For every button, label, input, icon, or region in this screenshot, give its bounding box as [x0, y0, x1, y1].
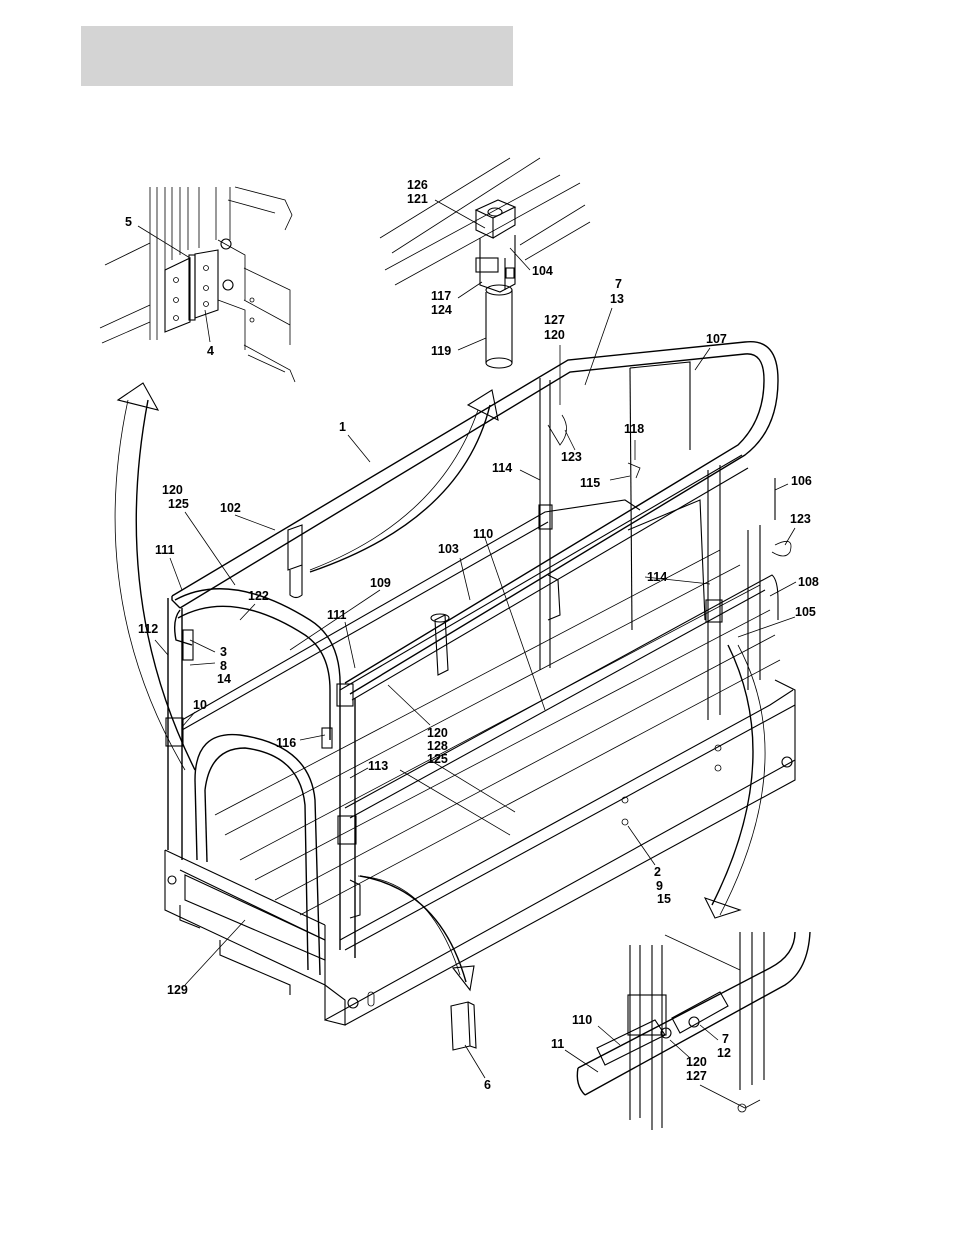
callout-117: 117 [431, 289, 451, 303]
platform-main [165, 342, 795, 1025]
callout-8: 8 [220, 659, 227, 673]
callout-11: 11 [551, 1037, 564, 1051]
callout-12: 12 [717, 1046, 731, 1060]
callout-128: 128 [427, 739, 448, 753]
callout-120: 120 [686, 1055, 707, 1069]
callout-127: 127 [544, 313, 565, 327]
callout-3: 3 [220, 645, 227, 659]
callout-115: 115 [580, 476, 600, 490]
callout-112: 112 [138, 622, 158, 636]
clamp-detail [565, 932, 810, 1130]
callout-118: 118 [624, 422, 644, 436]
callout-114: 114 [647, 570, 667, 584]
callout-120: 120 [427, 726, 448, 740]
callout-125: 125 [427, 752, 448, 766]
decal-part [451, 1002, 476, 1050]
callout-109: 109 [370, 576, 391, 590]
callout-122: 122 [248, 589, 269, 603]
callout-105: 105 [795, 605, 816, 619]
callout-127: 127 [686, 1069, 707, 1083]
callout-10: 10 [193, 698, 207, 712]
callout-13: 13 [610, 292, 624, 306]
callout-4: 4 [207, 344, 214, 358]
callout-125: 125 [168, 497, 189, 511]
callout-9: 9 [656, 879, 663, 893]
callout-129: 129 [167, 983, 188, 997]
callout-102: 102 [220, 501, 241, 515]
callout-123: 123 [790, 512, 811, 526]
callout-124: 124 [431, 303, 452, 317]
callout-111: 111 [155, 543, 175, 557]
callout-119: 119 [431, 344, 451, 358]
callout-7: 7 [722, 1032, 729, 1046]
callout-6: 6 [484, 1078, 491, 1092]
callout-110: 110 [473, 527, 493, 541]
callout-7: 7 [615, 277, 622, 291]
callout-110: 110 [572, 1013, 592, 1027]
callout-1: 1 [339, 420, 346, 434]
leader-lines [155, 308, 796, 1078]
callout-114: 114 [492, 461, 512, 475]
callout-labels: 5 4 126 121 104 117 124 119 7 13 127 120… [125, 178, 819, 1092]
callout-123: 123 [561, 450, 582, 464]
callout-107: 107 [706, 332, 727, 346]
callout-106: 106 [791, 474, 812, 488]
callout-15: 15 [657, 892, 671, 906]
callout-2: 2 [654, 865, 661, 879]
callout-111: 111 [327, 608, 347, 622]
callout-116: 116 [276, 736, 296, 750]
callout-108: 108 [798, 575, 819, 589]
callout-5: 5 [125, 215, 132, 229]
callout-104: 104 [532, 264, 553, 278]
callout-120: 120 [162, 483, 183, 497]
callout-121: 121 [407, 192, 428, 206]
callout-126: 126 [407, 178, 428, 192]
callout-120: 120 [544, 328, 565, 342]
callout-14: 14 [217, 672, 231, 686]
callout-103: 103 [438, 542, 459, 556]
callout-113: 113 [368, 759, 388, 773]
